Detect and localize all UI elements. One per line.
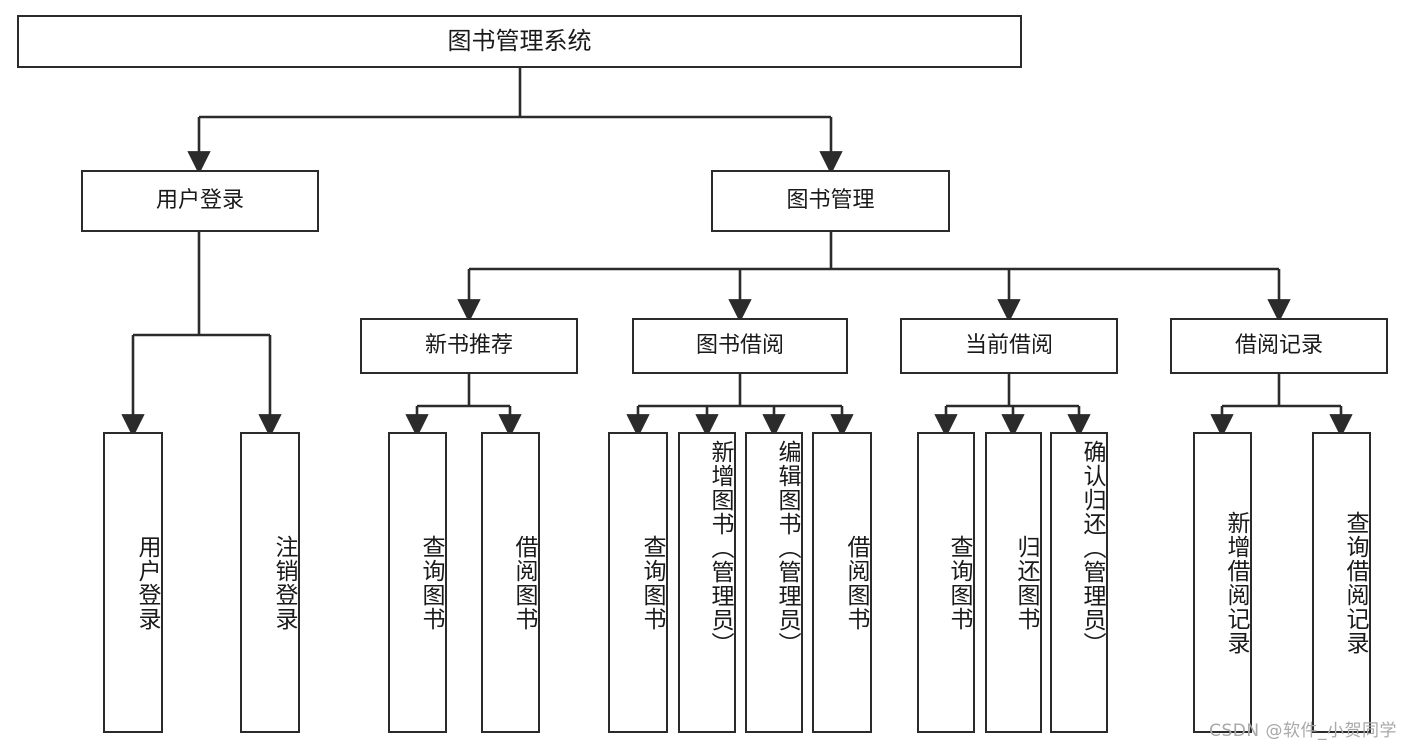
leaf-borrow-edit-book-admin[interactable]: 编辑图书（管理员） bbox=[745, 432, 803, 733]
node-label: 归还图书 bbox=[1013, 534, 1039, 631]
leaf-borrow-add-book-admin[interactable]: 新增图书（管理员） bbox=[678, 432, 736, 733]
node-book-management[interactable]: 图书管理 bbox=[711, 170, 950, 232]
node-current-borrow[interactable]: 当前借阅 bbox=[900, 318, 1118, 374]
leaf-user-login-logout[interactable]: 注销登录 bbox=[240, 432, 300, 733]
node-label: 查询借阅记录 bbox=[1342, 510, 1368, 655]
node-label: 图书管理 bbox=[786, 187, 875, 213]
leaf-new-book-query[interactable]: 查询图书 bbox=[388, 432, 447, 733]
node-label: 借阅记录 bbox=[1234, 332, 1323, 358]
leaf-current-confirm-return-admin[interactable]: 确认归还（管理员） bbox=[1050, 432, 1108, 733]
leaf-records-add-record[interactable]: 新增借阅记录 bbox=[1193, 432, 1252, 733]
node-label: 图书借阅 bbox=[695, 332, 784, 358]
leaf-records-query-record[interactable]: 查询借阅记录 bbox=[1312, 432, 1371, 733]
node-new-book-recommend[interactable]: 新书推荐 bbox=[360, 318, 578, 374]
node-label: 查询图书 bbox=[639, 534, 665, 631]
node-root-system[interactable]: 图书管理系统 bbox=[17, 15, 1022, 68]
leaf-user-login-login[interactable]: 用户登录 bbox=[103, 432, 163, 733]
node-label: 借阅图书 bbox=[511, 534, 537, 631]
leaf-borrow-borrow-book[interactable]: 借阅图书 bbox=[812, 432, 872, 733]
leaf-new-book-borrow[interactable]: 借阅图书 bbox=[481, 432, 540, 733]
node-label: 查询图书 bbox=[946, 534, 972, 631]
node-label: 查询图书 bbox=[418, 534, 444, 631]
node-label: 用户登录 bbox=[155, 187, 244, 213]
node-label: 新增图书（管理员） bbox=[707, 440, 733, 656]
node-label: 注销登录 bbox=[271, 534, 297, 631]
node-label: 用户登录 bbox=[134, 534, 160, 631]
node-borrow-records[interactable]: 借阅记录 bbox=[1170, 318, 1388, 374]
node-label: 新增借阅记录 bbox=[1223, 510, 1249, 655]
leaf-current-return-book[interactable]: 归还图书 bbox=[985, 432, 1042, 733]
node-label: 借阅图书 bbox=[843, 534, 869, 631]
node-book-borrow[interactable]: 图书借阅 bbox=[632, 318, 848, 374]
node-label: 新书推荐 bbox=[424, 332, 513, 358]
node-label: 确认归还（管理员） bbox=[1079, 440, 1105, 656]
leaf-borrow-query-book[interactable]: 查询图书 bbox=[608, 432, 668, 733]
node-label: 当前借阅 bbox=[964, 332, 1053, 358]
leaf-current-query-book[interactable]: 查询图书 bbox=[917, 432, 975, 733]
node-user-login[interactable]: 用户登录 bbox=[81, 170, 319, 232]
csdn-watermark: CSDN @软件_小贺同学 bbox=[1209, 721, 1397, 741]
node-label: 编辑图书（管理员） bbox=[774, 440, 800, 656]
node-label: 图书管理系统 bbox=[447, 26, 592, 55]
